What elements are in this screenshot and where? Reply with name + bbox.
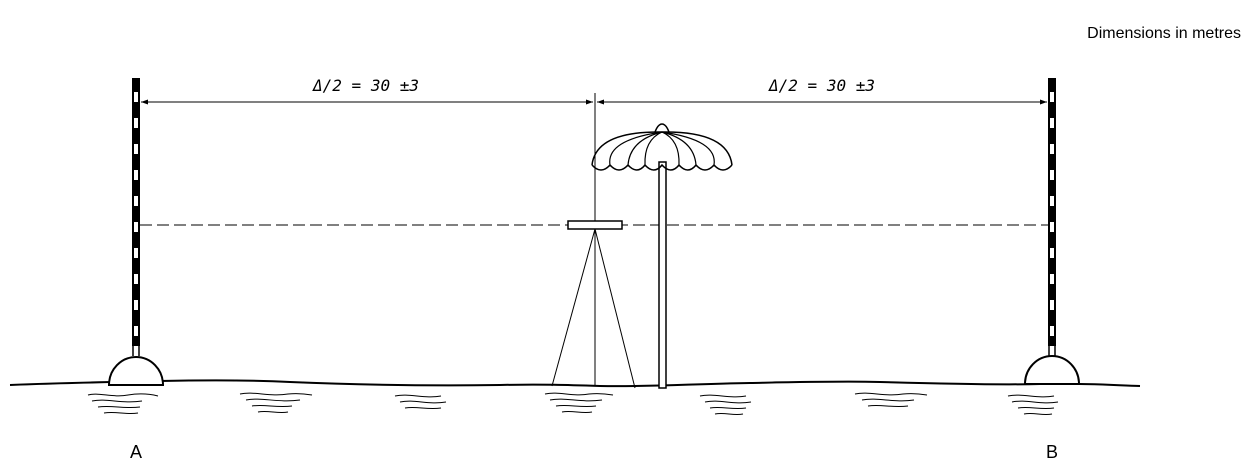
ripple-group: [544, 392, 614, 414]
staff-support-a: [107, 356, 165, 386]
dimension-label-right: Δ/2 = 30 ±3: [768, 76, 875, 95]
ground-line: [9, 379, 1141, 388]
ripple-group: [699, 394, 752, 416]
ripple-group: [239, 392, 313, 414]
staff-support-b: [1023, 355, 1081, 385]
point-label-a: A: [130, 442, 142, 462]
staff-b: [1023, 78, 1081, 385]
ripple-group: [394, 394, 447, 410]
point-label-b: B: [1046, 442, 1058, 462]
ripple-group: [1007, 394, 1059, 416]
units-caption: Dimensions in metres: [1087, 25, 1241, 42]
umbrella: [591, 123, 733, 389]
staff-a: [107, 78, 165, 386]
dimension-label-left: Δ/2 = 30 ±3: [312, 76, 419, 95]
ground-ripples: [87, 392, 1059, 416]
ripple-group: [854, 392, 928, 408]
level-instrument: [551, 220, 636, 389]
ripple-group: [87, 393, 159, 415]
